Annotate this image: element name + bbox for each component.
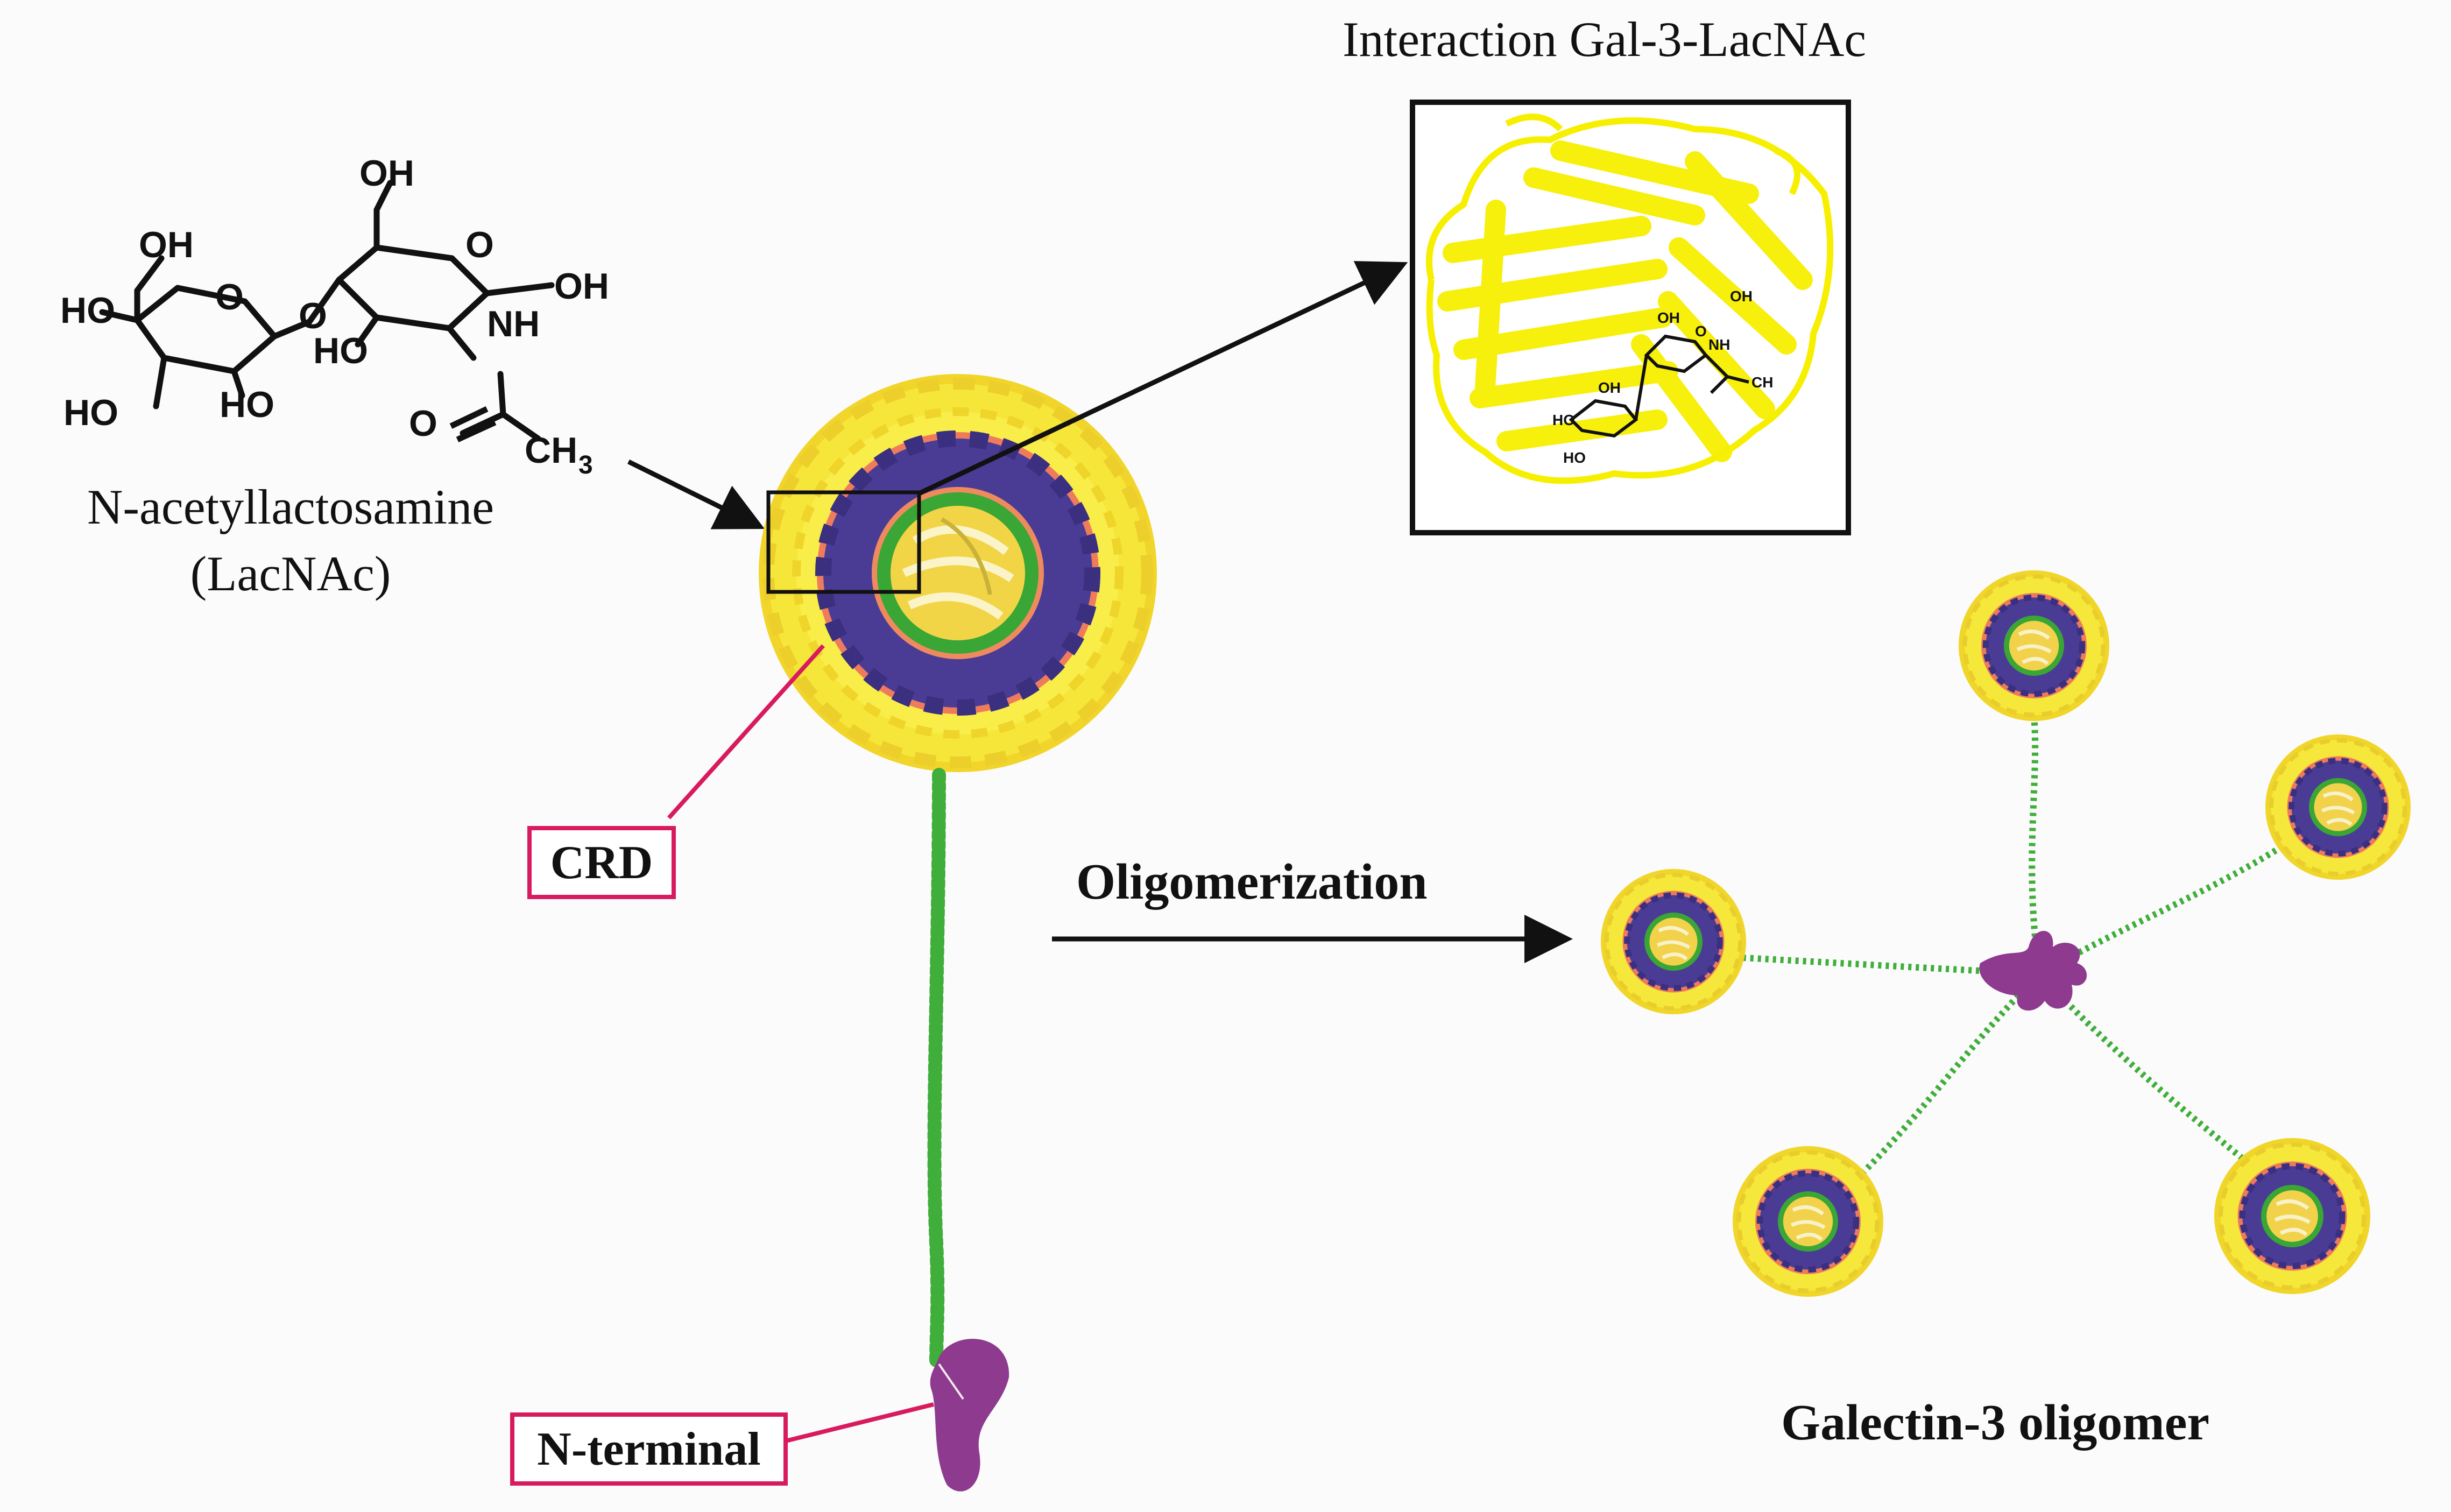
atom-ho-1: HO bbox=[60, 290, 115, 331]
atom-ch-subscript: 3 bbox=[578, 451, 593, 479]
protein-panel: HO HO OH OH O NH OH CH bbox=[1410, 100, 1851, 535]
atom-oh-2: OH bbox=[359, 153, 414, 194]
lacnac-structure bbox=[99, 180, 555, 442]
atom-ho-2: HO bbox=[63, 392, 118, 433]
oligomer-core bbox=[1979, 931, 2087, 1011]
oligomer-crd-bottom-right bbox=[2214, 1138, 2370, 1294]
binding-arrow bbox=[627, 459, 765, 529]
svg-text:NH: NH bbox=[1708, 336, 1730, 353]
oligomer-crd-right bbox=[2265, 734, 2411, 880]
atom-nh: NH bbox=[487, 303, 540, 344]
svg-text:HO: HO bbox=[1563, 449, 1586, 466]
oligomer-crd-top bbox=[1959, 570, 2109, 721]
oligomer-linkers bbox=[1743, 715, 2278, 1192]
lacnac-atom-labels: OH HO HO HO O O O OH HO NH OH O CH 3 bbox=[60, 153, 609, 479]
svg-text:HO: HO bbox=[1552, 412, 1575, 428]
atom-ho-3: HO bbox=[220, 384, 274, 425]
molecule-name: N-acetyllactosamine (LacNAc) bbox=[86, 474, 495, 607]
svg-text:O: O bbox=[1695, 323, 1707, 340]
zoom-box bbox=[766, 490, 921, 594]
crd-tag: CRD bbox=[527, 826, 676, 899]
oligomerization-label: Oligomerization bbox=[1076, 854, 1428, 910]
molecule-name-line2: (LacNAc) bbox=[190, 546, 391, 601]
atom-o-carbonyl: O bbox=[409, 403, 437, 444]
atom-o-link: O bbox=[299, 295, 327, 336]
n-terminal-blob bbox=[930, 1339, 1009, 1492]
large-crd bbox=[759, 374, 1157, 772]
molecule-name-line1: N-acetyllactosamine bbox=[87, 479, 495, 534]
oligomer-crd-left bbox=[1601, 869, 1746, 1014]
atom-oh-3: OH bbox=[554, 266, 609, 307]
crd-leader-line bbox=[667, 644, 825, 819]
atom-oh-1: OH bbox=[139, 224, 194, 265]
oligomer-label: Galectin-3 oligomer bbox=[1781, 1395, 2210, 1451]
svg-text:CH: CH bbox=[1751, 374, 1773, 391]
atom-ho-4: HO bbox=[313, 330, 368, 371]
nterminal-leader-line bbox=[781, 1402, 934, 1444]
panel-title: Interaction Gal-3-LacNAc bbox=[1343, 12, 1867, 67]
linker-chain bbox=[927, 768, 946, 1368]
nterminal-tag: N-terminal bbox=[510, 1412, 788, 1486]
oligomer-crd-bottom-left bbox=[1733, 1146, 1883, 1297]
svg-text:OH: OH bbox=[1657, 309, 1680, 326]
atom-o-ring2: O bbox=[465, 224, 494, 265]
svg-text:OH: OH bbox=[1598, 379, 1621, 396]
zoom-arrow bbox=[917, 261, 1408, 497]
lacnac-carbonyl bbox=[449, 406, 497, 443]
atom-o-ring1: O bbox=[215, 277, 244, 317]
atom-ch: CH bbox=[525, 430, 577, 471]
svg-text:OH: OH bbox=[1730, 288, 1753, 305]
